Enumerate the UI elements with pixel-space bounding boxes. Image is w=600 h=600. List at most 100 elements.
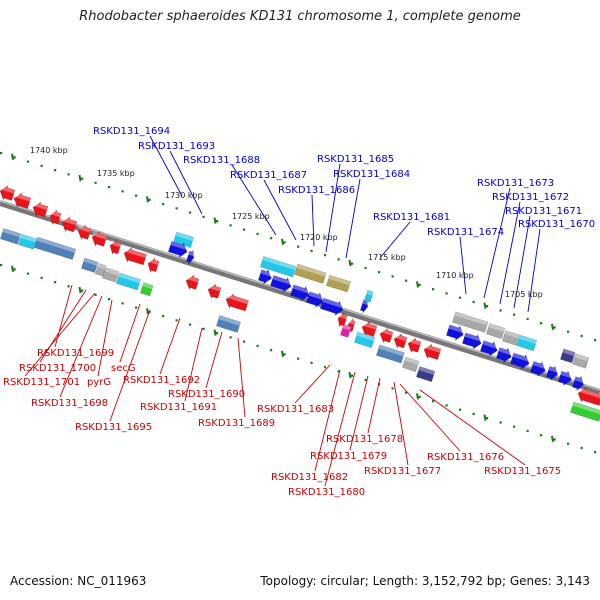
gene-feature[interactable] bbox=[31, 200, 49, 219]
gene-feature[interactable] bbox=[560, 348, 576, 364]
leader-line bbox=[324, 371, 356, 487]
gene-label[interactable]: RSKD131_1680 bbox=[288, 487, 365, 498]
gene-feature[interactable] bbox=[516, 334, 538, 352]
gene-feature[interactable] bbox=[576, 386, 600, 408]
gene-label[interactable]: RSKD131_1690 bbox=[168, 389, 245, 400]
gene-feature[interactable] bbox=[558, 369, 574, 387]
gene-feature[interactable] bbox=[364, 289, 374, 303]
gene-feature[interactable] bbox=[462, 331, 484, 351]
gene-feature[interactable] bbox=[306, 290, 326, 309]
gene-feature[interactable] bbox=[480, 339, 500, 358]
gene-feature[interactable] bbox=[122, 246, 147, 267]
gene-label[interactable]: RSKD131_1673 bbox=[477, 178, 554, 189]
gene-label[interactable]: RSKD131_1691 bbox=[140, 402, 217, 413]
gene-label[interactable]: RSKD131_1694 bbox=[93, 126, 170, 137]
gene-label[interactable]: RSKD131_1682 bbox=[271, 472, 348, 483]
scale-dot bbox=[162, 315, 165, 318]
gene-feature[interactable] bbox=[140, 282, 154, 297]
gene-sheen bbox=[262, 256, 297, 271]
gene-feature[interactable] bbox=[270, 274, 294, 294]
gene-label[interactable]: RSKD131_1679 bbox=[310, 451, 387, 462]
gene-feature[interactable] bbox=[0, 184, 16, 203]
gene-label[interactable]: RSKD131_1692 bbox=[123, 375, 200, 386]
gene-feature[interactable] bbox=[452, 311, 489, 333]
gene-feature[interactable] bbox=[60, 215, 78, 234]
leader-line bbox=[294, 364, 331, 404]
gene-label[interactable]: RSKD131_1674 bbox=[427, 227, 504, 238]
gene-feature[interactable] bbox=[510, 351, 532, 371]
gene-feature[interactable] bbox=[546, 364, 560, 381]
gene-feature[interactable] bbox=[102, 267, 120, 283]
gene-feature[interactable] bbox=[446, 323, 466, 342]
gene-label[interactable]: RSKD131_1695 bbox=[75, 422, 152, 433]
gene-feature[interactable] bbox=[406, 336, 422, 354]
gene-feature[interactable] bbox=[294, 263, 327, 284]
gene-label[interactable]: RSKD131_1698 bbox=[31, 398, 108, 409]
gene-label[interactable]: RSKD131_1671 bbox=[505, 206, 582, 217]
gene-feature[interactable] bbox=[95, 262, 107, 277]
gene-feature[interactable] bbox=[184, 273, 200, 291]
gene-feature[interactable] bbox=[34, 236, 77, 260]
gene-feature[interactable] bbox=[422, 342, 442, 361]
gene-feature[interactable] bbox=[360, 320, 378, 339]
gene-label[interactable]: RSKD131_1683 bbox=[257, 404, 334, 415]
gene-label[interactable]: RSKD131_1701 bbox=[3, 377, 80, 388]
gene-feature[interactable] bbox=[258, 268, 274, 286]
gene-feature[interactable] bbox=[340, 324, 352, 338]
gene-feature[interactable] bbox=[224, 292, 249, 313]
gene-label[interactable]: RSKD131_1700 bbox=[19, 363, 96, 374]
gene-feature[interactable] bbox=[402, 356, 420, 373]
gene-feature[interactable] bbox=[354, 331, 376, 349]
gene-label[interactable]: RSKD131_1672 bbox=[492, 192, 569, 203]
gene-feature[interactable] bbox=[146, 256, 160, 274]
gene-label[interactable]: RSKD131_1685 bbox=[317, 154, 394, 165]
gene-feature[interactable] bbox=[206, 282, 222, 300]
gene-feature[interactable] bbox=[18, 233, 38, 250]
gene-label[interactable]: RSKD131_1677 bbox=[364, 466, 441, 477]
gene-label[interactable]: RSKD131_1681 bbox=[373, 212, 450, 223]
gene-feature[interactable] bbox=[168, 239, 190, 259]
gene-feature[interactable] bbox=[108, 238, 122, 256]
gene-label[interactable]: RSKD131_1687 bbox=[230, 170, 307, 181]
gene-feature[interactable] bbox=[570, 401, 600, 422]
gene-feature[interactable] bbox=[0, 228, 22, 245]
gene-feature[interactable] bbox=[12, 191, 32, 210]
gene-label[interactable]: RSKD131_1676 bbox=[427, 452, 504, 463]
gene-feature[interactable] bbox=[392, 332, 408, 350]
gene-label[interactable]: RSKD131_1699 bbox=[37, 348, 114, 359]
gene-label[interactable]: RSKD131_1684 bbox=[333, 169, 410, 180]
scale-dot bbox=[243, 228, 246, 231]
gene-feature[interactable] bbox=[502, 330, 520, 346]
gene-feature[interactable] bbox=[572, 375, 586, 392]
gene-feature[interactable] bbox=[572, 353, 590, 369]
gene-feature[interactable] bbox=[81, 257, 99, 273]
gene-feature[interactable] bbox=[90, 230, 108, 249]
gene-feature[interactable] bbox=[416, 366, 436, 383]
gene-feature[interactable] bbox=[326, 274, 351, 293]
gene-feature[interactable] bbox=[290, 283, 312, 303]
gene-label[interactable]: RSKD131_1678 bbox=[326, 434, 403, 445]
gene-shape bbox=[258, 268, 272, 285]
gene-feature[interactable] bbox=[486, 323, 506, 340]
gene-feature[interactable] bbox=[76, 223, 92, 241]
gene-feature[interactable] bbox=[216, 315, 241, 333]
gene-feature[interactable] bbox=[320, 296, 345, 317]
gene-label[interactable]: secG bbox=[111, 363, 136, 374]
gene-feature[interactable] bbox=[260, 255, 297, 278]
gene-label[interactable]: RSKD131_1670 bbox=[518, 219, 595, 230]
gene-label[interactable]: RSKD131_1689 bbox=[198, 418, 275, 429]
gene-feature[interactable] bbox=[378, 327, 394, 345]
gene-features bbox=[0, 184, 600, 422]
gene-label[interactable]: pyrG bbox=[87, 377, 111, 388]
gene-label[interactable]: RSKD131_1688 bbox=[183, 155, 260, 166]
gene-feature[interactable] bbox=[376, 344, 405, 364]
gene-label[interactable]: RSKD131_1675 bbox=[484, 466, 561, 477]
gene-feature[interactable] bbox=[530, 359, 548, 378]
leader-line bbox=[325, 163, 341, 253]
gene-label[interactable]: RSKD131_1686 bbox=[278, 185, 355, 196]
gene-feature[interactable] bbox=[116, 272, 141, 291]
gene-feature[interactable] bbox=[48, 209, 62, 226]
gene-label[interactable]: RSKD131_1693 bbox=[138, 141, 215, 152]
gene-feature[interactable] bbox=[186, 249, 196, 265]
gene-feature[interactable] bbox=[496, 346, 514, 365]
